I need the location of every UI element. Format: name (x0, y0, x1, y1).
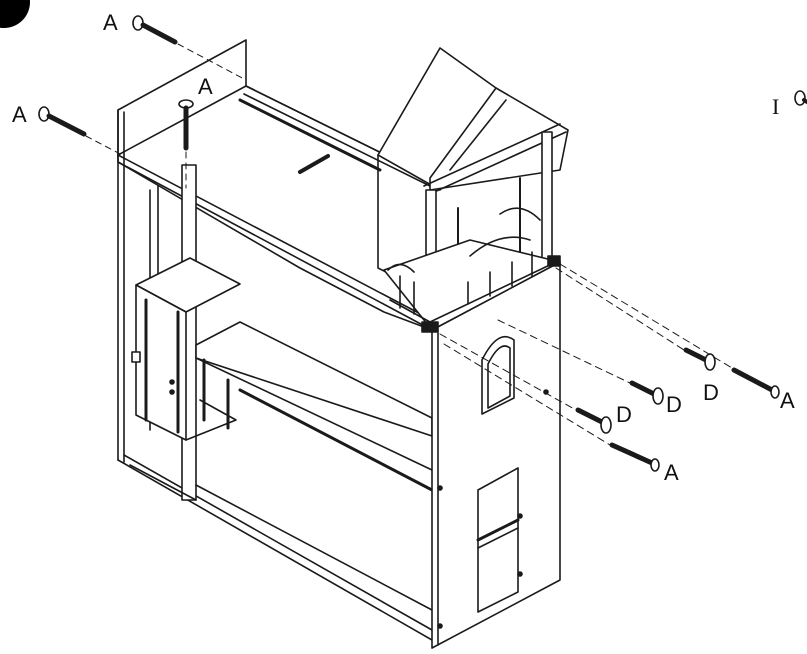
callout-a-left: A (12, 102, 27, 127)
callout-i-edge: I (772, 94, 780, 119)
part-i-screw-icon (794, 90, 807, 106)
callout-a-top: A (103, 10, 118, 35)
screw-d-2 (629, 380, 664, 405)
callout-d-3: D (616, 402, 632, 427)
shelf-slot (298, 154, 330, 174)
elevator (131, 257, 241, 441)
callout-a-lower: A (664, 460, 679, 485)
screw-a-top (132, 15, 178, 45)
lower-door (477, 467, 519, 613)
callout-d-2: D (666, 392, 682, 417)
callout-a-right: A (780, 388, 795, 413)
insertion-guides (439, 263, 733, 446)
callout-d-1: D (703, 380, 719, 405)
tower-roof (377, 47, 569, 273)
screw-a-lower (609, 442, 660, 472)
middle-shelf (195, 321, 433, 437)
dollhouse-frame (117, 39, 561, 649)
arched-window (481, 335, 515, 415)
balcony (383, 131, 561, 333)
callout-a-post: A (198, 74, 213, 99)
screw-a-post (178, 99, 194, 151)
screw-d-1 (683, 347, 716, 371)
screw-a-left (38, 106, 87, 137)
screw-d-3 (575, 407, 612, 434)
screw-a-right (731, 367, 780, 399)
